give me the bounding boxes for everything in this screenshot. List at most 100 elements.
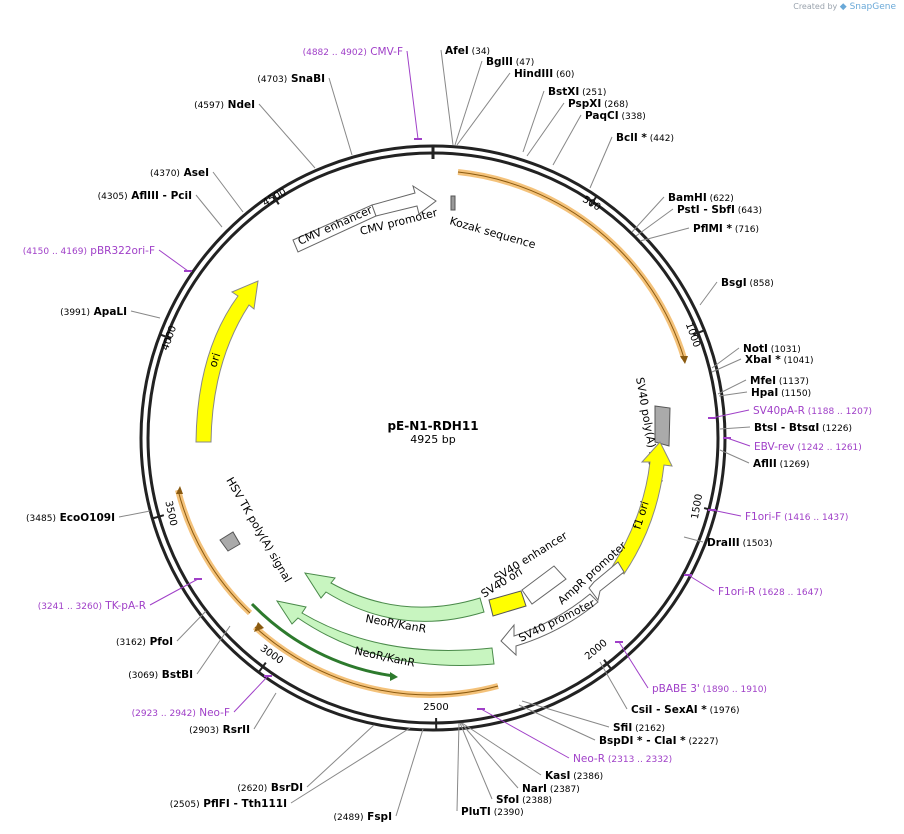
primer-site-leader bbox=[158, 249, 189, 272]
enzyme-site[interactable]: PstI - SbfI (643) bbox=[677, 204, 762, 216]
svg-text:HSV TK poly(A) signal: HSV TK poly(A) signal bbox=[223, 475, 294, 585]
primer-site-leader bbox=[618, 641, 649, 689]
feature-kozak[interactable]: Kozak sequence bbox=[448, 195, 537, 251]
enzyme-site-leader bbox=[176, 610, 207, 642]
orange-arrowhead-top bbox=[680, 356, 688, 364]
enzyme-site[interactable]: (2505) PflFI - Tth111I bbox=[170, 798, 287, 810]
enzyme-site-leader bbox=[639, 227, 690, 242]
enzyme-site[interactable]: (3485) EcoO109I bbox=[26, 512, 115, 524]
primer-site-leader bbox=[711, 409, 750, 419]
primer-site-leader bbox=[711, 509, 742, 517]
tick-label: 4500 bbox=[261, 187, 289, 209]
enzyme-site[interactable]: BstXI (251) bbox=[548, 86, 606, 98]
enzyme-site[interactable]: (3069) BstBI bbox=[128, 669, 193, 681]
enzyme-site[interactable]: (2489) FspI bbox=[334, 811, 392, 823]
svg-text:ori: ori bbox=[206, 351, 223, 369]
enzyme-site[interactable]: BtsI - BtsαI (1226) bbox=[754, 422, 852, 434]
primer-site[interactable]: F1ori-R (1628 .. 1647) bbox=[718, 586, 823, 598]
enzyme-site-leader bbox=[395, 728, 424, 817]
primer-site[interactable]: SV40pA-R (1188 .. 1207) bbox=[753, 405, 872, 417]
enzyme-site[interactable]: (4703) SnaBI bbox=[257, 73, 325, 85]
enzyme-site[interactable]: SfiI (2162) bbox=[613, 722, 665, 734]
enzyme-site[interactable]: (2620) BsrDI bbox=[237, 782, 303, 794]
enzyme-site[interactable]: HindIII (60) bbox=[514, 68, 574, 80]
enzyme-site[interactable]: MfeI (1137) bbox=[750, 375, 809, 387]
enzyme-site-leader bbox=[456, 72, 511, 146]
tick-mark bbox=[152, 514, 165, 520]
feature-ori[interactable]: ori bbox=[195, 280, 259, 443]
enzyme-site[interactable]: HpaI (1150) bbox=[751, 387, 811, 399]
primer-site-leader bbox=[687, 574, 715, 592]
enzyme-site[interactable]: NarI (2387) bbox=[522, 783, 580, 795]
enzyme-site[interactable]: CsiI - SexAI * (1976) bbox=[631, 704, 740, 716]
enzyme-site-leader bbox=[526, 102, 565, 157]
enzyme-site-leader bbox=[253, 692, 277, 730]
tick-mark bbox=[271, 193, 280, 205]
enzyme-site[interactable]: DraIII (1503) bbox=[707, 537, 773, 549]
enzyme-site[interactable]: (4305) AflIII - PciI bbox=[98, 190, 192, 202]
feature-sv40-enhancer[interactable]: SV40 enhancer bbox=[492, 529, 570, 605]
enzyme-site[interactable]: BsgI (858) bbox=[721, 277, 774, 289]
enzyme-site-leader bbox=[552, 114, 582, 166]
svg-text:Kozak sequence: Kozak sequence bbox=[448, 214, 537, 251]
primer-site[interactable]: EBV-rev (1242 .. 1261) bbox=[754, 441, 862, 453]
enzyme-site[interactable]: (4370) AseI bbox=[150, 167, 209, 179]
enzyme-site-leader bbox=[212, 171, 244, 213]
primer-site[interactable]: Neo-R (2313 .. 2332) bbox=[573, 753, 672, 765]
enzyme-site-leader bbox=[258, 103, 316, 169]
enzyme-site[interactable]: BglII (47) bbox=[486, 56, 534, 68]
enzyme-site-leader bbox=[290, 727, 411, 804]
enzyme-site[interactable]: (3991) ApaLI bbox=[60, 306, 127, 318]
tick-label: 2500 bbox=[423, 702, 448, 713]
enzyme-site[interactable]: PspXI (268) bbox=[568, 98, 628, 110]
enzyme-site[interactable]: XbaI * (1041) bbox=[745, 354, 814, 366]
tick-label: 3500 bbox=[162, 500, 178, 527]
enzyme-site-leader bbox=[718, 391, 748, 397]
primer-site[interactable]: pBABE 3' (1890 .. 1910) bbox=[652, 683, 767, 695]
enzyme-site-leader bbox=[711, 347, 740, 369]
enzyme-site-leader bbox=[328, 77, 353, 156]
enzyme-site[interactable]: SfoI (2388) bbox=[496, 794, 552, 806]
enzyme-site[interactable]: (3162) PfoI bbox=[116, 636, 173, 648]
enzyme-site[interactable]: AfeI (34) bbox=[445, 45, 490, 57]
feature-f1-ori[interactable]: f1 ori bbox=[611, 441, 673, 575]
primer-site[interactable]: F1ori-F (1416 .. 1437) bbox=[745, 511, 848, 523]
primer-site[interactable]: (3241 .. 3260) TK-pA-R bbox=[38, 600, 146, 612]
enzyme-site[interactable]: (4597) NdeI bbox=[194, 99, 255, 111]
enzyme-site[interactable]: BamHI (622) bbox=[668, 192, 734, 204]
primer-site-leader bbox=[480, 708, 570, 759]
enzyme-site[interactable]: NotI (1031) bbox=[743, 343, 801, 355]
enzyme-site-leader bbox=[118, 510, 151, 518]
enzyme-site[interactable]: PaqCI (338) bbox=[585, 110, 646, 122]
enzyme-site-leader bbox=[306, 724, 375, 788]
enzyme-site-leader bbox=[719, 449, 750, 464]
enzyme-site[interactable]: PluTI (2390) bbox=[461, 806, 524, 818]
enzyme-site[interactable]: BspDI * - ClaI * (2227) bbox=[599, 735, 718, 747]
primer-site-leader bbox=[233, 675, 269, 713]
orange-segment-top bbox=[457, 169, 687, 359]
enzyme-site[interactable]: BclI * (442) bbox=[616, 132, 674, 144]
enzyme-site-leader bbox=[521, 700, 610, 728]
primer-site[interactable]: (4150 .. 4169) pBR322ori-F bbox=[23, 245, 155, 257]
primer-site[interactable]: (2923 .. 2942) Neo-F bbox=[132, 707, 230, 719]
feature-hsv-tk-polya[interactable]: HSV TK poly(A) signal bbox=[219, 475, 294, 585]
enzyme-site[interactable]: KasI (2386) bbox=[545, 770, 603, 782]
tick-label: 1500 bbox=[690, 493, 705, 520]
tick-mark bbox=[692, 329, 705, 336]
enzyme-site-leader bbox=[699, 281, 718, 306]
enzyme-site[interactable]: AflII (1269) bbox=[753, 458, 810, 470]
enzyme-site-leader bbox=[440, 49, 454, 146]
enzyme-site[interactable]: PflMI * (716) bbox=[693, 223, 759, 235]
enzyme-site-leader bbox=[717, 379, 747, 395]
feature-neor-kanr-1[interactable]: NeoR/KanR bbox=[303, 572, 485, 636]
enzyme-site-leader bbox=[196, 625, 231, 675]
enzyme-site[interactable]: (2903) RsrII bbox=[189, 724, 250, 736]
tick-mark bbox=[159, 333, 172, 340]
primer-site[interactable]: (4882 .. 4902) CMV-F bbox=[303, 46, 403, 58]
tick-mark bbox=[257, 662, 267, 673]
enzyme-site-leader bbox=[635, 208, 674, 237]
tick-label: 1000 bbox=[683, 321, 702, 349]
enzyme-site-leader bbox=[130, 310, 161, 319]
enzyme-site-leader bbox=[683, 536, 704, 543]
